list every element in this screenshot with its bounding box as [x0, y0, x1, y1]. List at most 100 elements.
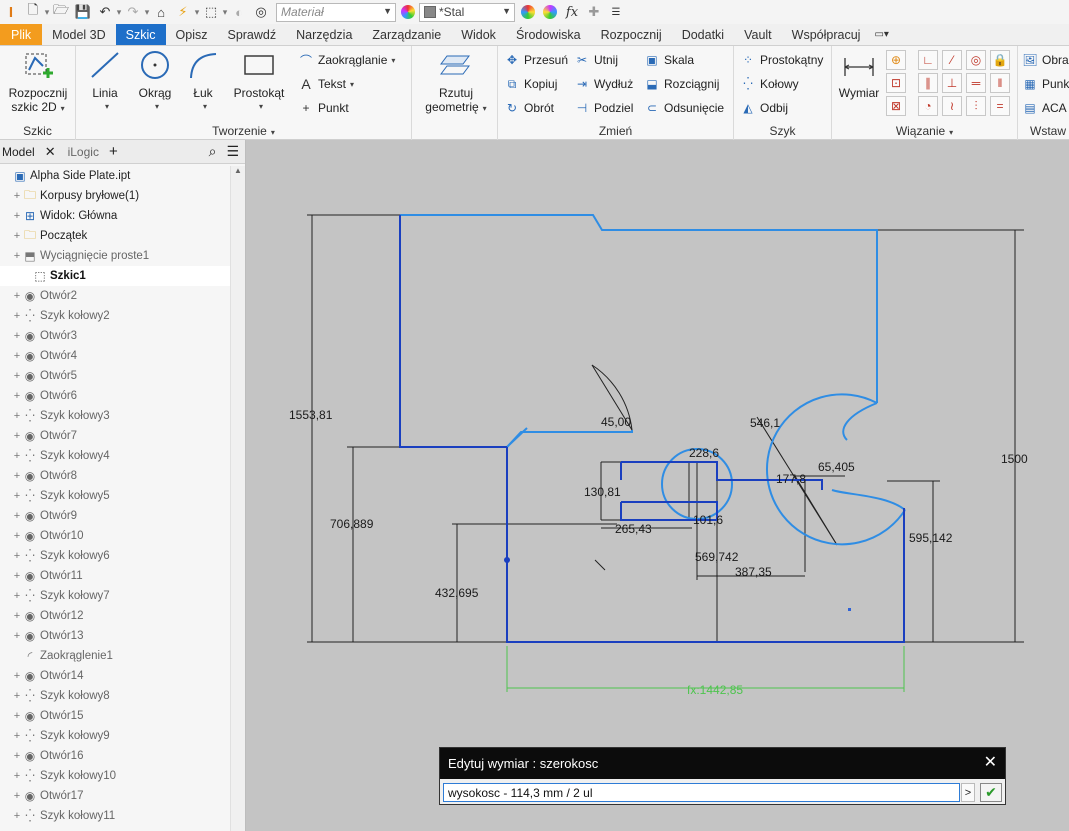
- sketch-canvas[interactable]: 1553,81 1500 706,889 432,695 45,00 546,1…: [247, 140, 1069, 831]
- tree-item[interactable]: +⁛Szyk kołowy7: [0, 586, 230, 606]
- expand-icon[interactable]: +: [13, 530, 21, 542]
- tab-vault[interactable]: Vault: [744, 27, 772, 42]
- tree-item[interactable]: +◉Otwór3: [0, 326, 230, 346]
- dim-45[interactable]: 45,00: [601, 415, 631, 429]
- rectangle-button[interactable]: Prostokąt ▾: [228, 50, 290, 114]
- tree-item[interactable]: +⁛Szyk kołowy4: [0, 446, 230, 466]
- dim-177[interactable]: 177,8: [776, 472, 806, 486]
- tree-item[interactable]: +⁛Szyk kołowy9: [0, 726, 230, 746]
- tree-item[interactable]: +◉Otwór5: [0, 366, 230, 386]
- tree-item[interactable]: ▣Alpha Side Plate.ipt: [0, 166, 230, 186]
- tab-model-3d[interactable]: Model 3D: [52, 27, 106, 42]
- dim-432[interactable]: 432,695: [435, 586, 479, 600]
- offset-button[interactable]: ⊂Odsunięcie: [644, 100, 724, 116]
- expand-icon[interactable]: +: [13, 410, 21, 422]
- tab-dodatki[interactable]: Dodatki: [681, 27, 725, 42]
- tab-zarzadzanie[interactable]: Zarządzanie: [372, 27, 442, 42]
- move-button[interactable]: ✥Przesuń: [504, 52, 568, 68]
- dim-130[interactable]: 130,81: [584, 485, 621, 499]
- arc-button[interactable]: Łuk ▾: [180, 50, 226, 114]
- text-button[interactable]: A Tekst▾: [298, 76, 354, 92]
- expand-icon[interactable]: +: [13, 750, 21, 762]
- tree-item[interactable]: +◉Otwór6: [0, 386, 230, 406]
- search-icon[interactable]: ⌕: [208, 143, 217, 159]
- auto-dimension-icon[interactable]: ⊕: [886, 50, 906, 70]
- accept-check-button[interactable]: ✔: [980, 783, 1002, 802]
- expand-icon[interactable]: +: [13, 190, 21, 202]
- select-dropdown-icon[interactable]: ▾: [222, 6, 228, 17]
- tree-item[interactable]: +◉Otwór4: [0, 346, 230, 366]
- line-button[interactable]: Linia ▾: [82, 50, 128, 114]
- expand-icon[interactable]: +: [13, 330, 21, 342]
- tree-item[interactable]: +⁛Szyk kołowy8: [0, 686, 230, 706]
- coincident-icon[interactable]: ∟: [918, 50, 938, 70]
- menu-icon[interactable]: ☰: [226, 143, 239, 159]
- horizontal-icon[interactable]: ═: [966, 73, 986, 93]
- show-constraints-icon[interactable]: ⊡: [886, 73, 906, 93]
- home-icon[interactable]: ⌂: [157, 4, 165, 20]
- dim-101[interactable]: 101,6: [693, 513, 723, 527]
- close-icon[interactable]: ✕: [983, 754, 997, 771]
- extend-button[interactable]: ⇥Wydłuż: [574, 76, 633, 92]
- app-logo-icon[interactable]: I: [8, 3, 14, 21]
- dim-1500[interactable]: 1500: [1001, 452, 1028, 466]
- expand-icon[interactable]: +: [13, 670, 21, 682]
- fix-icon[interactable]: 🔒: [990, 50, 1010, 70]
- tab-rozpocznij[interactable]: Rozpocznij: [600, 27, 662, 42]
- tree-item[interactable]: +⁛Szyk kołowy10: [0, 766, 230, 786]
- relax-mode-icon[interactable]: ⊠: [886, 96, 906, 116]
- copy-button[interactable]: ⧉Kopiuj: [504, 76, 558, 92]
- vertical-icon[interactable]: ‖: [990, 73, 1010, 93]
- dim-706[interactable]: 706,889: [330, 517, 374, 531]
- collinear-icon[interactable]: ⁄: [942, 50, 962, 70]
- tree-item[interactable]: +⁛Szyk kołowy11: [0, 806, 230, 826]
- tangent-icon[interactable]: ◔: [918, 96, 938, 116]
- tab-srodowiska[interactable]: Środowiska: [515, 27, 581, 42]
- fx-parameters-icon[interactable]: fx: [565, 4, 579, 20]
- add-tab-icon[interactable]: +: [108, 143, 118, 160]
- stretch-button[interactable]: ⬓Rozciągnij: [644, 76, 719, 92]
- expand-icon[interactable]: +: [13, 210, 21, 222]
- tree-item[interactable]: ⬚Szkic1: [0, 266, 230, 286]
- dim-546[interactable]: 546,1: [750, 416, 780, 430]
- smooth-icon[interactable]: ≀: [942, 96, 962, 116]
- tab-model[interactable]: Model: [2, 144, 35, 159]
- tree-item[interactable]: +⁛Szyk kołowy6: [0, 546, 230, 566]
- sketch-profile[interactable]: [399, 215, 905, 643]
- appearance-color-icon[interactable]: [401, 5, 415, 19]
- plus-icon[interactable]: ✚: [588, 4, 600, 19]
- tree-item[interactable]: +◉Otwór14: [0, 666, 230, 686]
- rotate-button[interactable]: ↻Obrót: [504, 100, 554, 116]
- expand-icon[interactable]: +: [13, 730, 21, 742]
- circle-button[interactable]: Okrąg ▾: [132, 50, 178, 114]
- import-points-button[interactable]: ▦Punk: [1022, 76, 1069, 92]
- material-combo[interactable]: Materiał ▼: [276, 2, 396, 22]
- expand-icon[interactable]: +: [13, 570, 21, 582]
- expand-icon[interactable]: +: [13, 690, 21, 702]
- new-file-icon[interactable]: 🗋: [27, 2, 39, 17]
- expand-icon[interactable]: +: [13, 230, 21, 242]
- update-dropdown-icon[interactable]: ▾: [194, 6, 200, 17]
- graphics-window[interactable]: 1553,81 1500 706,889 432,695 45,00 546,1…: [247, 140, 1069, 831]
- scroll-up-icon[interactable]: ▲: [234, 166, 242, 175]
- clear-appearance-icon[interactable]: [543, 5, 557, 19]
- tree-item[interactable]: +◉Otwór16: [0, 746, 230, 766]
- group-label-tworzenie[interactable]: Tworzenie▾: [212, 124, 275, 138]
- dim-fx-width[interactable]: fx:1442,85: [687, 683, 743, 697]
- ribbon-options-icon[interactable]: ▭▾: [874, 29, 889, 40]
- redo-icon[interactable]: ↷: [127, 4, 139, 19]
- tree-item[interactable]: +◉Otwór9: [0, 506, 230, 526]
- tab-sprawdz[interactable]: Sprawdź: [227, 27, 277, 42]
- chevron-right-icon[interactable]: >: [961, 783, 975, 802]
- group-label-wiazanie[interactable]: Wiązanie▾: [895, 124, 954, 138]
- select-icon[interactable]: ⬚: [204, 4, 218, 19]
- perpendicular-icon[interactable]: ⊥: [942, 73, 962, 93]
- tree-item[interactable]: +◉Otwór15: [0, 706, 230, 726]
- expand-icon[interactable]: +: [13, 710, 21, 722]
- concentric-icon[interactable]: ◎: [966, 50, 986, 70]
- customize-dropdown-icon[interactable]: ☰: [611, 6, 621, 18]
- expand-icon[interactable]: +: [13, 490, 21, 502]
- dim-228[interactable]: 228,6: [689, 446, 719, 460]
- tree-item[interactable]: +◉Otwór8: [0, 466, 230, 486]
- tree-item[interactable]: +⁛Szyk kołowy5: [0, 486, 230, 506]
